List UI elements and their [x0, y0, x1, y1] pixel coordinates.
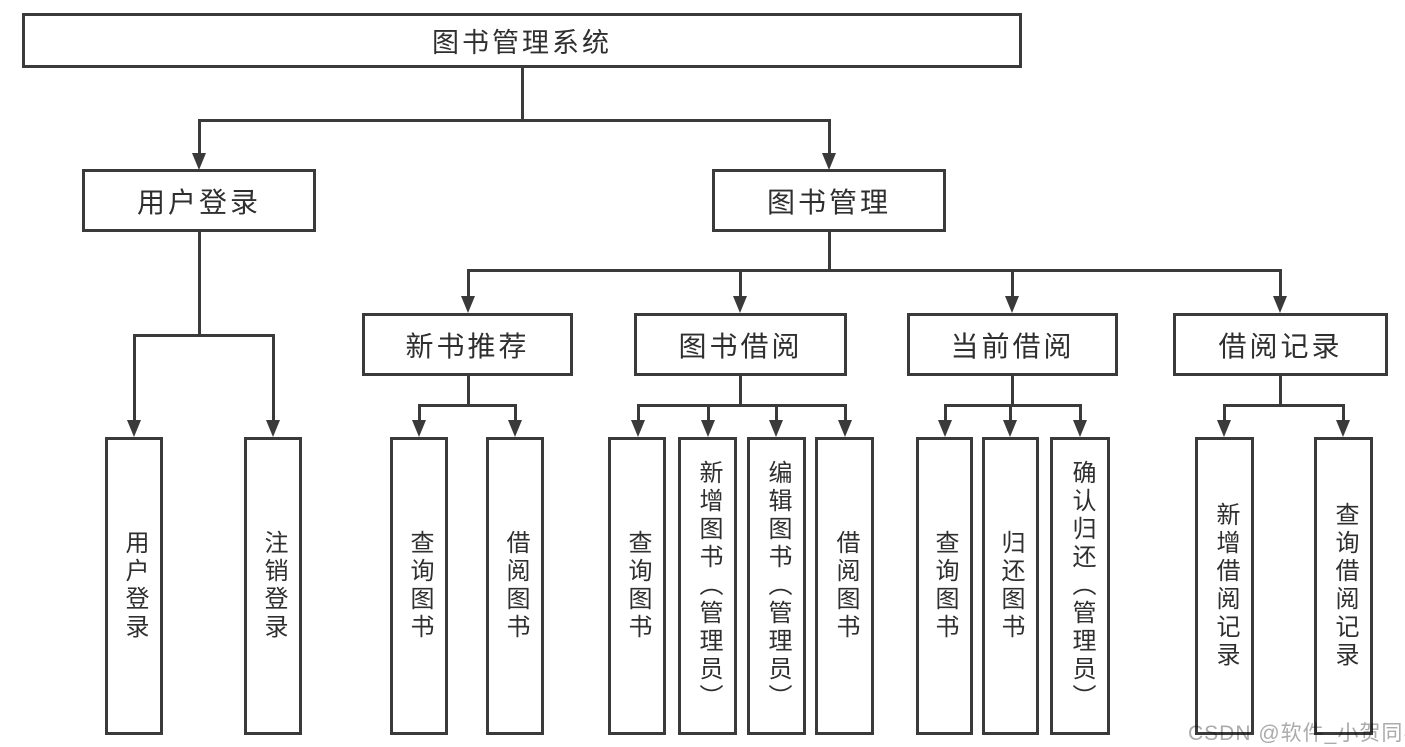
connector-drop [466, 270, 470, 299]
node-user-login: 用户登录 [82, 169, 316, 232]
node-new-book-recommend: 新书推荐 [362, 313, 573, 376]
leaf-logout: 注销登录 [244, 437, 302, 735]
connector-hline [417, 403, 517, 407]
connector-stem [466, 376, 470, 406]
connector-drop [1078, 405, 1082, 423]
arrow-down-icon [1217, 420, 1231, 437]
arrow-down-icon [461, 296, 475, 313]
connector-hline [636, 403, 847, 407]
leaf-add-borrow-record: 新增借阅记录 [1195, 437, 1254, 735]
leaf-query-books-current: 查询图书 [916, 437, 973, 735]
connector-drop [271, 335, 275, 423]
arrow-down-icon [508, 420, 522, 437]
arrow-down-icon [127, 420, 141, 437]
node-book-borrowing: 图书借阅 [634, 313, 847, 376]
connector-drop [843, 405, 847, 423]
leaf-borrow-books: 借阅图书 [815, 437, 874, 735]
arrow-down-icon [192, 153, 206, 170]
arrow-down-icon [631, 420, 645, 437]
connector-drop [1278, 270, 1282, 299]
arrow-down-icon [412, 420, 426, 437]
connector-hline [1222, 403, 1345, 407]
arrow-down-icon [1073, 420, 1087, 437]
leaf-query-borrow-record: 查询借阅记录 [1314, 437, 1373, 735]
connector-drop [513, 405, 517, 423]
connector-drop [132, 335, 136, 423]
connector-drop [827, 120, 831, 156]
leaf-confirm-return-admin: 确认归还（管理员） [1050, 437, 1110, 735]
connector-hline [197, 118, 831, 122]
leaf-edit-books-admin: 编辑图书（管理员） [747, 437, 806, 735]
connector-stem [1278, 376, 1282, 406]
node-borrow-records: 借阅记录 [1173, 313, 1388, 376]
connector-stem [827, 232, 831, 271]
arrow-down-icon [1336, 420, 1350, 437]
node-root-library-system: 图书管理系统 [22, 13, 1022, 68]
watermark: CSDN @软件_小贺同学 [1188, 722, 1405, 745]
arrow-down-icon [1273, 296, 1287, 313]
leaf-add-books-admin: 新增图书（管理员） [678, 437, 737, 735]
connector-drop [706, 405, 710, 423]
connector-stem [197, 232, 201, 336]
connector-stem [1010, 376, 1014, 406]
arrow-down-icon [769, 420, 783, 437]
connector-hline [132, 333, 275, 337]
connector-drop [1222, 405, 1226, 423]
connector-drop [943, 405, 947, 423]
connector-drop [197, 120, 201, 156]
node-current-borrowing: 当前借阅 [907, 313, 1118, 376]
connector-stem [738, 376, 742, 406]
connector-drop [738, 270, 742, 299]
leaf-borrow-books-recommend: 借阅图书 [486, 437, 544, 735]
leaf-return-books: 归还图书 [982, 437, 1039, 735]
connector-drop [774, 405, 778, 423]
arrow-down-icon [822, 153, 836, 170]
connector-hline [466, 268, 1282, 272]
leaf-query-books-recommend: 查询图书 [390, 437, 448, 735]
leaf-user-login: 用户登录 [105, 437, 163, 735]
leaf-query-books-borrowing: 查询图书 [608, 437, 666, 735]
connector-drop [417, 405, 421, 423]
connector-drop [1010, 270, 1014, 299]
node-book-management: 图书管理 [712, 169, 946, 232]
connector-stem [520, 68, 524, 121]
arrow-down-icon [733, 296, 747, 313]
arrow-down-icon [1005, 296, 1019, 313]
connector-drop [636, 405, 640, 423]
arrow-down-icon [938, 420, 952, 437]
connector-hline [943, 403, 1082, 407]
connector-drop [1341, 405, 1345, 423]
arrow-down-icon [266, 420, 280, 437]
connector-drop [1008, 405, 1012, 423]
arrow-down-icon [838, 420, 852, 437]
arrow-down-icon [1003, 420, 1017, 437]
arrow-down-icon [701, 420, 715, 437]
